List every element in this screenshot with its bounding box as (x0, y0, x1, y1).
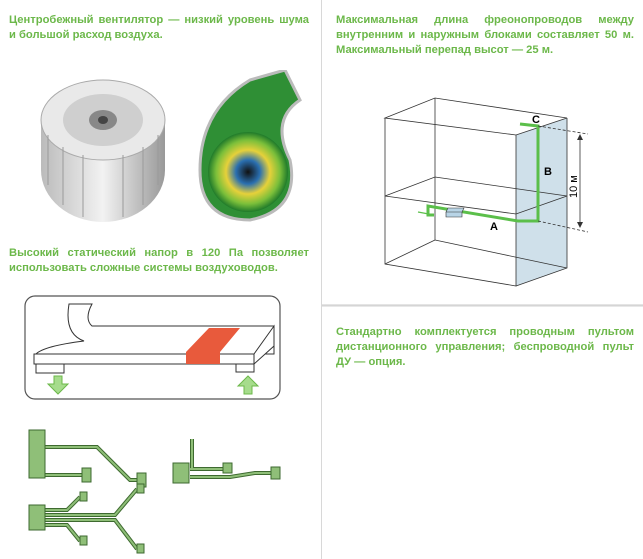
static-pressure-diagram (24, 295, 281, 400)
indoor-unit-icon (445, 207, 465, 218)
fan-caption: Центробежный вентилятор — низкий уровень… (9, 14, 309, 41)
building-pipe-diagram: C B A 10 м (383, 97, 589, 287)
remote-control-caption: Стандартно комплектуется проводным пульт… (336, 326, 634, 368)
section-divider (322, 304, 643, 307)
duct-layouts-diagram (28, 429, 281, 554)
height-label: 10 м (568, 175, 580, 198)
pressure-caption: Высокий статический напор в 120 Па позво… (9, 247, 309, 274)
pipe-length-caption: Максимальная длина фреонопроводов между … (336, 14, 634, 56)
arrow-down-icon (46, 375, 70, 395)
column-divider (321, 0, 322, 559)
label-a: A (490, 221, 498, 233)
label-c: C (532, 114, 540, 126)
arrow-up-icon (236, 375, 260, 395)
fan-wheel-image (40, 79, 166, 222)
fan-airflow-image (198, 70, 302, 222)
heat-block (186, 328, 240, 364)
label-b: B (544, 166, 552, 178)
